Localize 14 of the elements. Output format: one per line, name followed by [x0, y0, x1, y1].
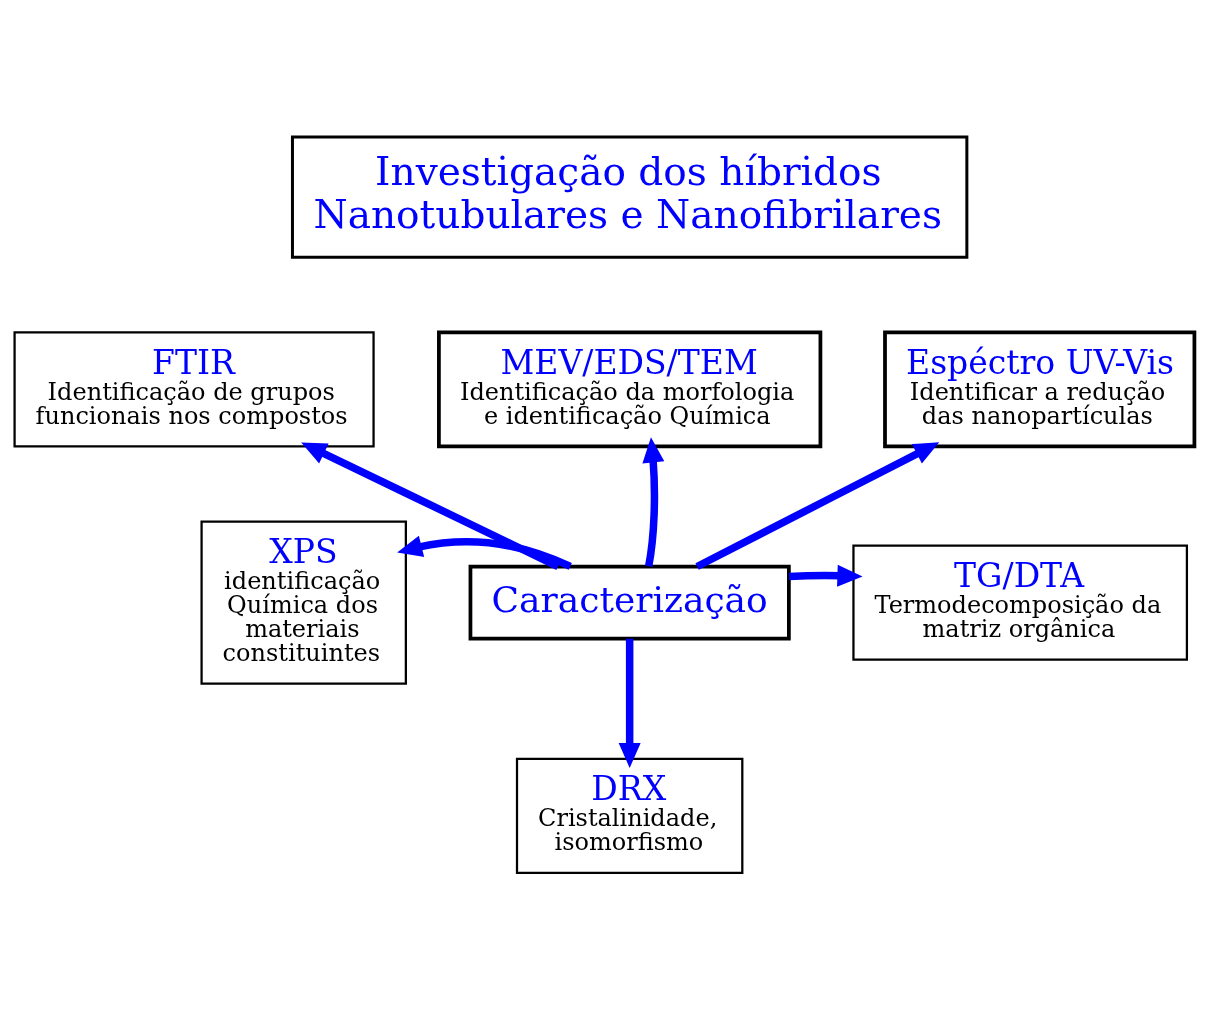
arrow — [397, 535, 572, 570]
node-box: FTIR Identificação de grupos funcionais nos compostos — [13, 330, 375, 448]
node-box: MEV/EDS/TEM Identificação da morfologia e identificação Química — [437, 329, 823, 448]
arrow — [301, 442, 560, 570]
node-box: XPS identificação Química dos materiais constituintes — [200, 519, 407, 685]
node-box: Espéctro UV-Vis Identificar a redução das nanopartículas — [883, 329, 1197, 448]
arrow — [788, 564, 863, 587]
node-box: DRX Cristalinidade, isomorfismo — [515, 757, 744, 874]
arrow — [695, 441, 940, 570]
node-box: Investigação dos híbridos Nanotubulares e Nanofibrilares — [290, 135, 969, 259]
node-box: Caracterização — [468, 564, 791, 641]
arrow — [618, 638, 641, 768]
arrow — [642, 436, 665, 567]
node-box: TG/DTA Termodecomposição da matriz orgânica — [852, 543, 1189, 661]
